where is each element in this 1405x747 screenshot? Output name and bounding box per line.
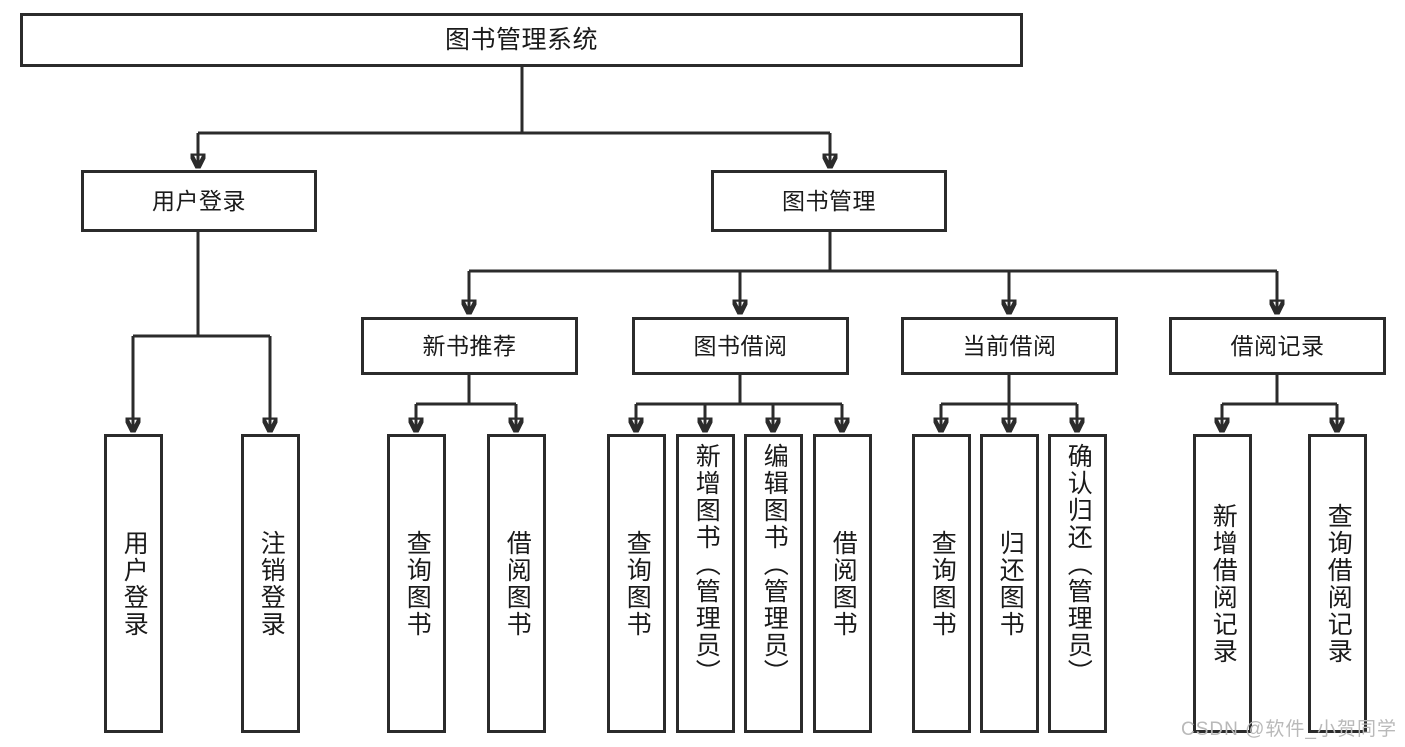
node-user-login[interactable]: 用户登录 <box>81 170 317 232</box>
leaf-borrow-add-book-admin[interactable]: 新增图书（管理员） <box>676 434 735 733</box>
node-label: 新书推荐 <box>422 332 517 359</box>
leaf-user-login[interactable]: 用户登录 <box>104 434 163 733</box>
node-label: 借阅图书 <box>503 529 532 638</box>
leaf-borrow-take-book[interactable]: 借阅图书 <box>813 434 872 733</box>
node-label: 用户登录 <box>120 529 149 638</box>
leaf-recommend-borrow-book[interactable]: 借阅图书 <box>487 434 546 733</box>
node-root-system[interactable]: 图书管理系统 <box>20 13 1023 67</box>
node-new-book-recommend[interactable]: 新书推荐 <box>361 317 578 375</box>
node-label: 注销登录 <box>257 529 286 638</box>
node-borrow-record[interactable]: 借阅记录 <box>1169 317 1386 375</box>
node-label: 借阅图书 <box>829 529 858 638</box>
node-label: 借阅记录 <box>1230 332 1325 359</box>
csdn-watermark: CSDN @软件_小贺同学 <box>1181 719 1397 740</box>
leaf-record-search[interactable]: 查询借阅记录 <box>1308 434 1367 733</box>
node-book-manage[interactable]: 图书管理 <box>711 170 947 232</box>
node-label: 归还图书 <box>996 529 1025 638</box>
leaf-current-return-book[interactable]: 归还图书 <box>980 434 1039 733</box>
node-label: 确认归还（管理员） <box>1064 443 1093 686</box>
node-label: 图书借阅 <box>693 332 788 359</box>
leaf-borrow-edit-book-admin[interactable]: 编辑图书（管理员） <box>744 434 803 733</box>
leaf-current-confirm-return-admin[interactable]: 确认归还（管理员） <box>1048 434 1107 733</box>
node-label: 图书管理 <box>782 187 876 214</box>
node-label: 查询图书 <box>403 529 432 638</box>
node-label: 当前借阅 <box>962 332 1057 359</box>
node-label: 编辑图书（管理员） <box>760 443 789 686</box>
node-label: 用户登录 <box>152 187 246 214</box>
node-current-borrow[interactable]: 当前借阅 <box>901 317 1118 375</box>
node-label: 查询图书 <box>623 529 652 638</box>
leaf-record-add[interactable]: 新增借阅记录 <box>1193 434 1252 733</box>
node-label: 新增图书（管理员） <box>692 443 721 686</box>
node-label: 新增借阅记录 <box>1209 502 1238 665</box>
node-label: 图书管理系统 <box>444 25 598 54</box>
leaf-recommend-query-book[interactable]: 查询图书 <box>387 434 446 733</box>
leaf-user-logout[interactable]: 注销登录 <box>241 434 300 733</box>
node-book-borrow[interactable]: 图书借阅 <box>632 317 849 375</box>
leaf-current-query-book[interactable]: 查询图书 <box>912 434 971 733</box>
leaf-borrow-query-book[interactable]: 查询图书 <box>607 434 666 733</box>
node-label: 查询图书 <box>928 529 957 638</box>
node-label: 查询借阅记录 <box>1324 502 1353 665</box>
